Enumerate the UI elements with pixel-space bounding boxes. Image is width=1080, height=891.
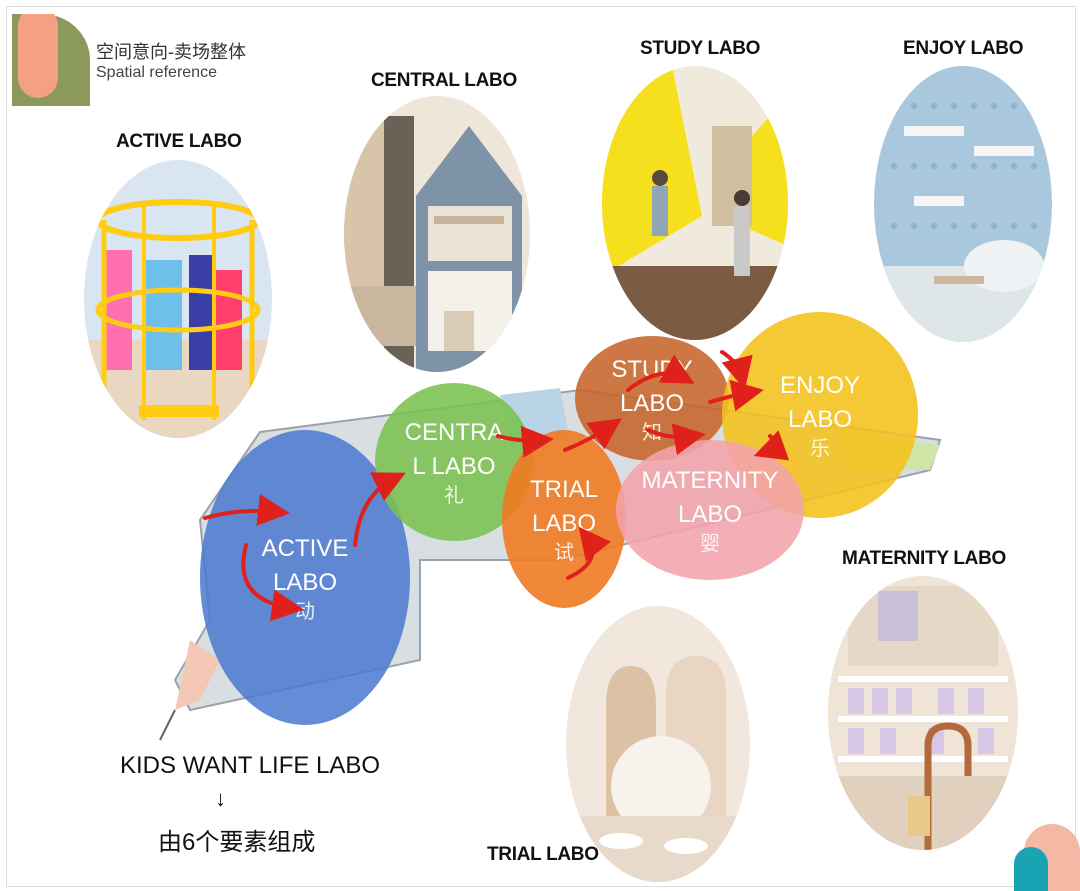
zone-enjoy-line2: LABO xyxy=(787,406,853,433)
flow-arrow xyxy=(646,423,706,456)
zone-active-line1: ACTIVE xyxy=(261,534,349,562)
zone-maternity-cn: 婴 xyxy=(700,533,720,555)
zone-maternity-line2: LABO xyxy=(677,501,743,528)
flow-arrow xyxy=(353,472,406,547)
zone-maternity-labo: MATERNITY LABO 婴 xyxy=(616,440,804,580)
label-central-labo: CENTRAL LABO xyxy=(371,70,517,91)
flow-arrow xyxy=(203,493,290,526)
zone-trial-cn: 试 xyxy=(554,542,574,564)
label-maternity-labo: MATERNITY LABO xyxy=(842,548,1006,569)
footer-down-arrow-icon: ↓ xyxy=(215,786,226,811)
zone-study-line2: LABO xyxy=(619,389,685,417)
flow-arrow xyxy=(626,354,695,392)
photo-maternity-labo xyxy=(828,576,1018,850)
zone-central-line2: L LABO xyxy=(412,453,496,480)
zone-central-cn: 礼 xyxy=(444,485,464,507)
footer-title: KIDS WANT LIFE LABO xyxy=(120,752,381,779)
flow-arrow xyxy=(241,543,304,622)
flow-arrow xyxy=(720,350,753,390)
label-active-labo: ACTIVE LABO xyxy=(116,131,242,152)
photo-study-labo xyxy=(602,66,788,340)
header-title-cn: 空间意向-卖场整体 xyxy=(96,42,246,62)
flow-arrow xyxy=(563,418,622,452)
floor-plan-corner-area xyxy=(175,640,220,710)
zone-enjoy-line1: ENJOY xyxy=(779,372,860,399)
zone-enjoy-cn: 乐 xyxy=(810,438,830,460)
footer-subtitle: 由6个要素组成 xyxy=(158,829,316,856)
header-title-en: Spatial reference xyxy=(96,64,217,81)
photo-active-labo xyxy=(84,160,272,438)
label-enjoy-labo: ENJOY LABO xyxy=(903,38,1024,59)
label-study-labo: STUDY LABO xyxy=(640,38,761,59)
zone-central-line1: CENTRA xyxy=(404,419,504,446)
corner-decoration xyxy=(12,14,90,106)
zone-trial-line1: TRIAL xyxy=(529,476,598,503)
corner-decoration-bottom xyxy=(1014,824,1080,891)
zone-maternity-line1: MATERNITY xyxy=(641,467,779,494)
flow-arrow xyxy=(753,430,790,461)
zone-trial-labo: TRIAL LABO 试 xyxy=(502,430,626,608)
label-trial-labo: TRIAL LABO xyxy=(487,844,599,865)
floor-plan-edge xyxy=(159,709,176,741)
flow-arrow xyxy=(496,425,554,458)
flow-arrow xyxy=(566,526,611,580)
flow-arrow xyxy=(708,379,764,412)
